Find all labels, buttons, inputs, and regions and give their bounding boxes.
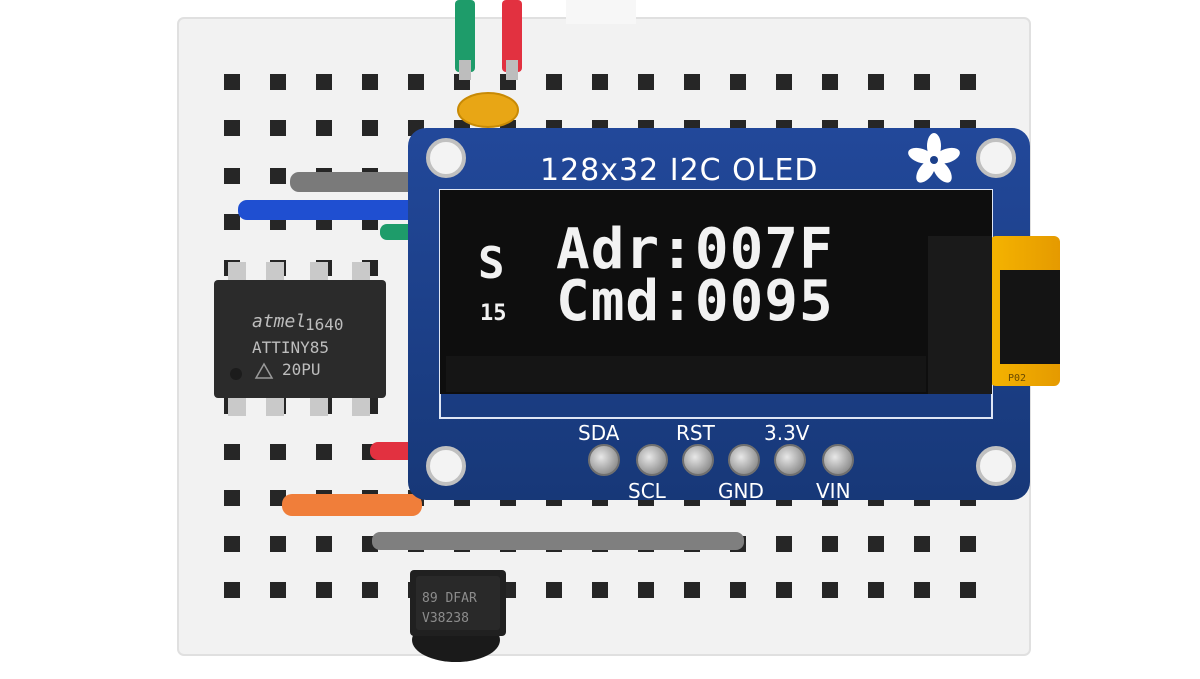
breadboard-hole: [822, 536, 838, 552]
breadboard-hole: [960, 536, 976, 552]
pin-rst: [682, 444, 714, 476]
gray-wire-top: [290, 172, 420, 192]
ir-receiver: [410, 570, 506, 662]
breadboard-hole: [316, 582, 332, 598]
breadboard-hole: [822, 582, 838, 598]
breadboard-hole: [684, 74, 700, 90]
breadboard-hole: [270, 582, 286, 598]
pin-label-gnd: GND: [718, 479, 764, 503]
chip-date-code: 1640: [305, 315, 344, 334]
chip-part-number: ATTINY85: [252, 338, 329, 357]
breadboard-hole: [270, 444, 286, 460]
address-line: Adr:007F: [556, 217, 834, 282]
ceramic-capacitor: [457, 92, 519, 128]
gray-wire-bottom: [372, 532, 744, 550]
breadboard-hole: [914, 582, 930, 598]
pin-label-3v3: 3.3V: [764, 421, 810, 445]
mode-number: 15: [480, 301, 507, 326]
attiny85-chip: [214, 262, 386, 416]
ir-receiver-line2: V38238: [422, 611, 469, 626]
chip-brand-logo: atmel: [252, 311, 306, 332]
breadboard-hole: [684, 582, 700, 598]
breadboard-hole: [270, 120, 286, 136]
mount-hole-bottom-right: [976, 446, 1016, 486]
blue-wire: [238, 200, 420, 220]
breadboard-hole: [776, 582, 792, 598]
orange-wire: [282, 494, 422, 516]
pin-gnd: [728, 444, 760, 476]
command-line: Cmd:0095: [556, 269, 834, 334]
breadboard-hole: [408, 74, 424, 90]
red-wire-lead: [506, 60, 518, 80]
breadboard-hole: [362, 120, 378, 136]
pin-label-sda: SDA: [578, 421, 620, 445]
breadboard-hole: [224, 536, 240, 552]
breadboard-hole: [224, 120, 240, 136]
breadboard-hole: [270, 536, 286, 552]
breadboard-hole: [868, 536, 884, 552]
triangle-mark-icon: [254, 362, 274, 379]
flex-label: P02: [1008, 373, 1026, 384]
pin-label-vin: VIN: [816, 479, 851, 503]
pin-3v3: [774, 444, 806, 476]
oled-driver-strip: [928, 236, 992, 394]
green-wire-lead: [459, 60, 471, 80]
breadboard-hole: [270, 168, 286, 184]
pin-label-scl: SCL: [628, 479, 667, 503]
breadboard-hole: [224, 74, 240, 90]
breadboard-hole: [270, 74, 286, 90]
breadboard-hole: [224, 490, 240, 506]
pin-vin: [822, 444, 854, 476]
header-pins: [588, 444, 854, 476]
breadboard-hole: [638, 582, 654, 598]
breadboard-hole: [868, 74, 884, 90]
breadboard-hole: [730, 582, 746, 598]
flex-connector: [1000, 270, 1060, 364]
breadboard-hole: [224, 168, 240, 184]
red-wire: [502, 0, 522, 72]
breadboard-hole: [224, 214, 240, 230]
breadboard-hole: [546, 74, 562, 90]
breadboard-hole: [914, 536, 930, 552]
breadboard-hole: [960, 74, 976, 90]
breadboard-hole: [730, 74, 746, 90]
board-title: 128x32 I2C OLED: [540, 153, 819, 188]
breadboard-hole: [270, 490, 286, 506]
breadboard-hole: [362, 74, 378, 90]
pin-label-rst: RST: [676, 421, 716, 445]
breadboard-hole: [316, 74, 332, 90]
pin-sda: [588, 444, 620, 476]
breadboard-hole: [316, 120, 332, 136]
breadboard-hole: [316, 536, 332, 552]
breadboard-hole: [822, 74, 838, 90]
mode-letter: S: [478, 238, 505, 289]
breadboard-hole: [224, 582, 240, 598]
oled-glass-edge: [446, 356, 926, 392]
breadboard-hole: [868, 582, 884, 598]
breadboard-hole: [316, 444, 332, 460]
breadboard-hole: [776, 74, 792, 90]
mount-hole-bottom-left: [426, 446, 466, 486]
mount-hole-top-left: [426, 138, 466, 178]
breadboard-hole: [592, 582, 608, 598]
breadboard-hole: [224, 444, 240, 460]
breadboard-tab: [566, 0, 636, 24]
breadboard-hole: [362, 582, 378, 598]
green-wire: [455, 0, 475, 72]
breadboard-hole: [960, 582, 976, 598]
breadboard-hole: [776, 536, 792, 552]
breadboard-hole: [638, 74, 654, 90]
breadboard-hole: [546, 582, 562, 598]
breadboard-hole: [914, 74, 930, 90]
flower-logo-icon: [908, 133, 960, 183]
chip-suffix: 20PU: [282, 360, 321, 379]
ir-receiver-line1: 89 DFAR: [422, 591, 477, 606]
pin-scl: [636, 444, 668, 476]
mount-hole-top-right: [976, 138, 1016, 178]
breadboard-hole: [592, 74, 608, 90]
